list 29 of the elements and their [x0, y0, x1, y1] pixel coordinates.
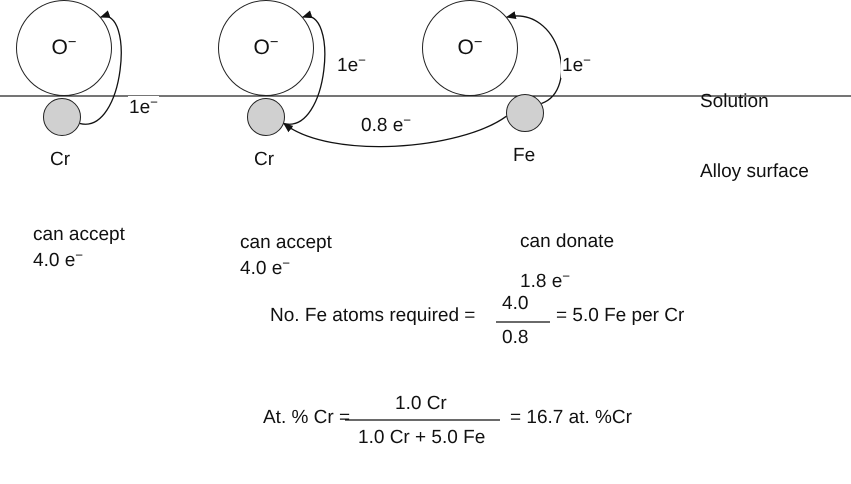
atom-circle: [43, 98, 81, 136]
capacity-note: can accept 4.0 e$^{−}$: [33, 223, 126, 273]
numerator: 1.0 Cr: [395, 392, 447, 416]
capacity-note: can donate 1.8 e$^{−}$: [520, 230, 616, 294]
denominator: 1.0 Cr + 5.0 Fe: [358, 426, 486, 450]
ion-circle: [422, 0, 518, 96]
equation-text: No. Fe atoms required =: [270, 304, 476, 328]
atom-circle: [506, 94, 544, 132]
electron-transfer-arrow: [284, 12, 326, 124]
ion-circle: [16, 0, 112, 96]
equation-text: = 16.7 at. %Cr: [510, 406, 632, 430]
element-symbol: Cr: [254, 148, 274, 172]
electron-transfer-arrow: [506, 12, 562, 104]
ion-symbol: O$^{−}$: [52, 36, 76, 60]
region-label: Solution: [700, 90, 769, 114]
electron-transfer-arrow: [80, 12, 122, 124]
electron-transfer-arrow: [283, 116, 507, 148]
element-symbol: Cr: [50, 148, 70, 172]
equation-text: At. % Cr =: [263, 406, 350, 430]
ion-circle: [218, 0, 314, 96]
region-label: Alloy surface: [700, 160, 809, 184]
denominator: 0.8: [502, 326, 528, 350]
capacity-note: can accept 4.0 e$^{−}$: [240, 231, 333, 281]
element-symbol: Fe: [513, 144, 536, 168]
equation-text: = 5.0 Fe per Cr: [556, 304, 684, 328]
atom-circle: [247, 98, 285, 136]
ion-symbol: O$^{−}$: [458, 36, 482, 60]
ion-symbol: O$^{−}$: [254, 36, 278, 60]
numerator: 4.0: [502, 292, 528, 316]
